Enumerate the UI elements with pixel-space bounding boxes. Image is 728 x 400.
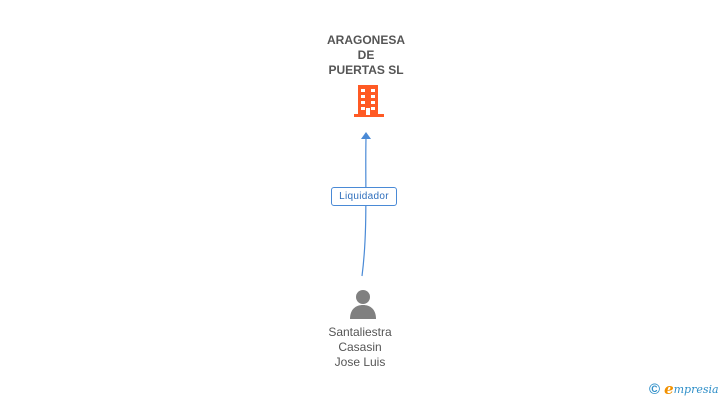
copyright-icon: © (649, 380, 661, 398)
brand-logo[interactable]: © e mpresia (649, 380, 719, 398)
person-node[interactable] (347, 288, 379, 320)
company-name: ARAGONESA DE PUERTAS SL (306, 33, 426, 78)
person-icon (350, 290, 376, 319)
brand-name: mpresia (673, 382, 719, 396)
person-name-line-1: Santaliestra (328, 325, 392, 339)
building-icon (354, 85, 384, 117)
person-name-line-3: Jose Luis (334, 355, 386, 369)
company-name-line-2: DE (357, 48, 375, 62)
person-name-line-2: Casasin (338, 340, 382, 354)
person-name: Santaliestra Casasin Jose Luis (300, 325, 420, 370)
company-node[interactable] (351, 83, 387, 119)
relation-line (361, 137, 367, 277)
company-name-line-3: PUERTAS SL (328, 63, 404, 77)
arrow-head-icon (361, 132, 371, 139)
company-name-line-1: ARAGONESA (326, 33, 405, 47)
role-badge[interactable]: Liquidador (331, 187, 397, 206)
brand-initial: e (664, 379, 674, 398)
